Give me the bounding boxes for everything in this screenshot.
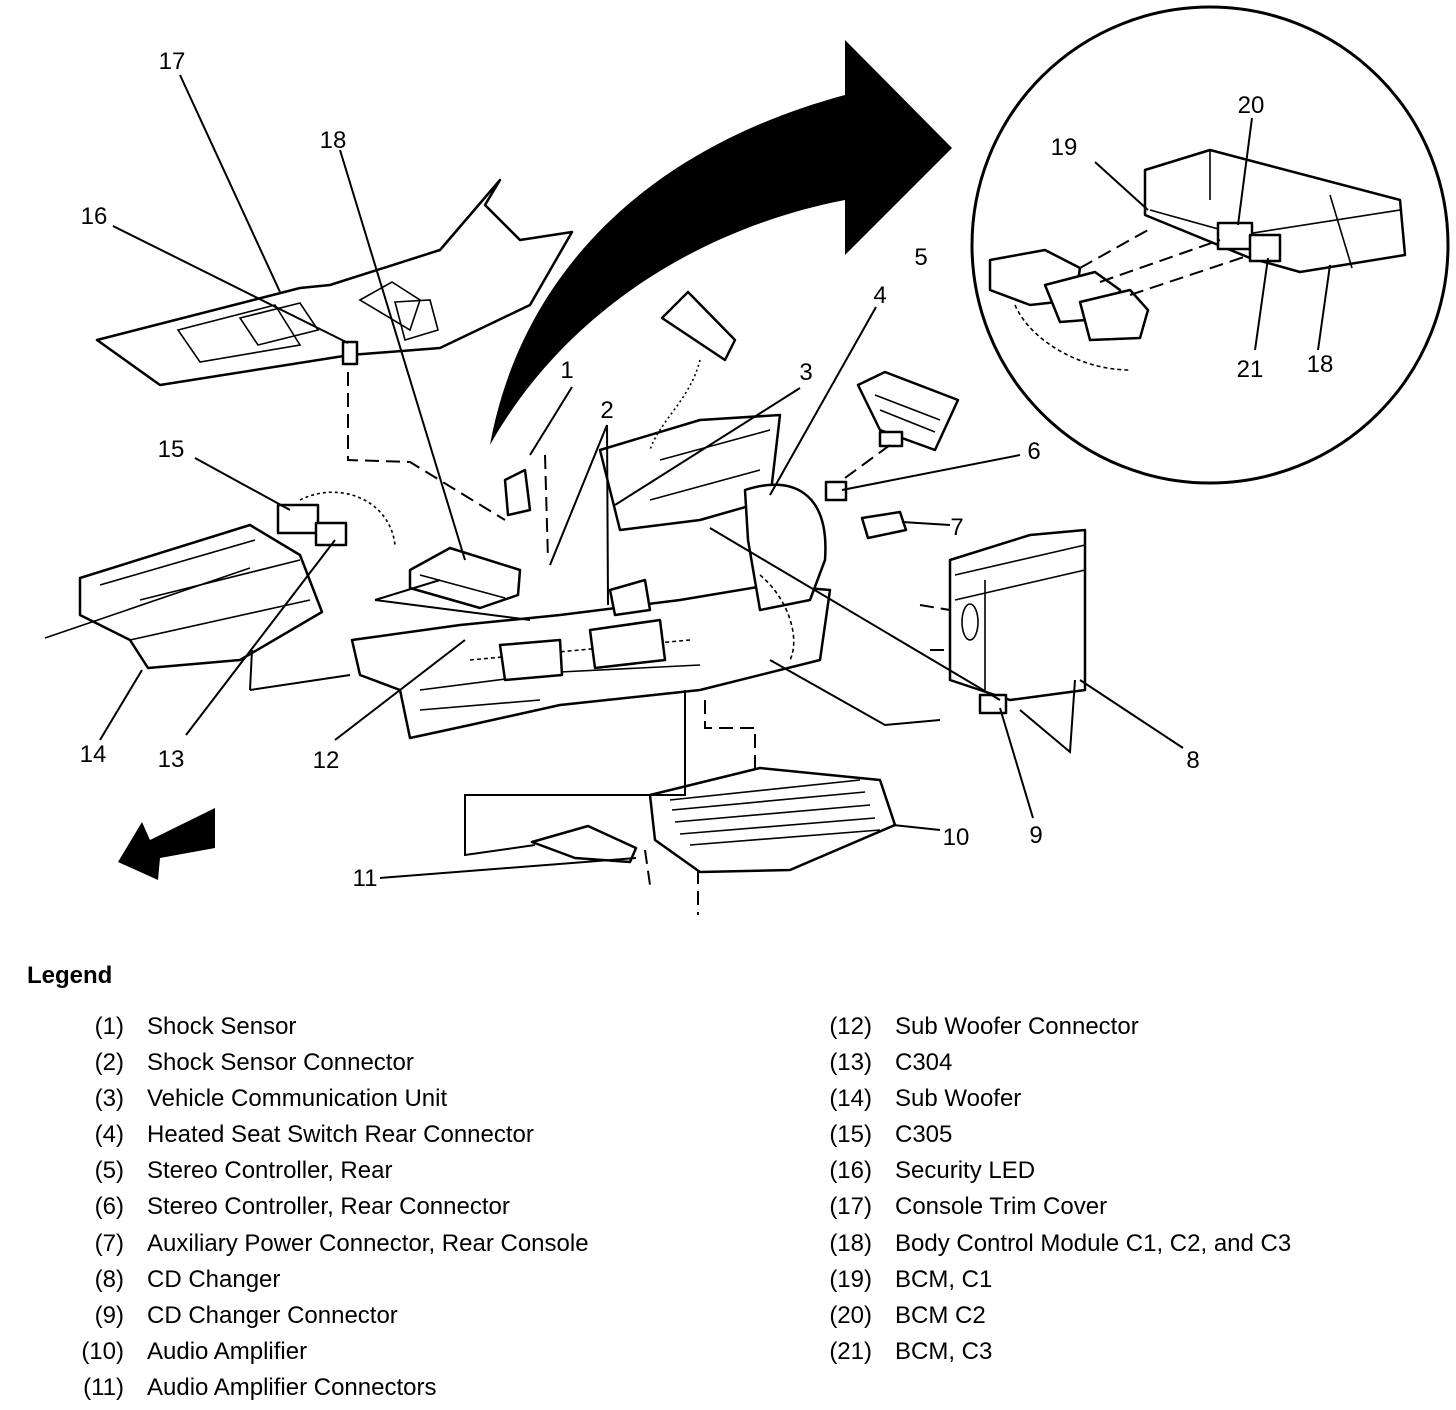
body-control-module-illustration [408, 546, 522, 610]
callout-8: 8 [1186, 747, 1199, 774]
legend-item-text: BCM, C1 [895, 1265, 993, 1293]
callout-20: 20 [1238, 92, 1265, 119]
callouts: 1 2 3 4 5 6 7 8 9 10 11 12 13 14 15 16 1… [80, 48, 1334, 892]
legend-title: Legend [27, 962, 113, 989]
legend-item-number: (16) [829, 1157, 872, 1185]
security-led-illustration [341, 340, 359, 366]
cd-changer-illustration [948, 528, 1087, 702]
legend-item-number: (4) [94, 1121, 124, 1149]
legend-item-text: BCM C2 [895, 1301, 986, 1329]
big-curved-arrow [490, 40, 952, 445]
callout-14: 14 [80, 741, 107, 768]
legend-item-text: Shock Sensor Connector [147, 1049, 414, 1077]
front-arrow-icon-lower [118, 808, 215, 880]
legend-item-text: Sub Woofer Connector [895, 1013, 1139, 1040]
legend-item-number: (2) [94, 1049, 124, 1077]
callout-1: 1 [560, 357, 573, 384]
floor-console-illustration [350, 413, 832, 740]
callout-16: 16 [81, 203, 108, 230]
legend-item-text: CD Changer Connector [147, 1301, 398, 1329]
c305-connector-illustration [276, 491, 396, 547]
legend-item-number: (17) [829, 1193, 872, 1221]
legend-item-number: (7) [94, 1229, 124, 1257]
legend-item-number: (13) [829, 1049, 872, 1077]
callout-4: 4 [873, 282, 886, 309]
legend-item-text: CD Changer [147, 1265, 281, 1293]
callout-11: 11 [353, 865, 378, 892]
callout-6: 6 [1027, 438, 1040, 465]
legend-item-text: C304 [895, 1049, 953, 1077]
legend-item-text: Security LED [895, 1157, 1036, 1185]
legend-item-number: (11) [83, 1373, 124, 1401]
legend-item-text: Auxiliary Power Connector, Rear Console [147, 1229, 589, 1257]
bcm-detail-inset [970, 5, 1450, 485]
callout-17: 17 [159, 48, 186, 75]
auxiliary-power-connector-illustration [860, 510, 908, 540]
callout-13: 13 [158, 746, 185, 773]
cd-changer-connector-illustration [978, 693, 1008, 715]
legend-item-text: Vehicle Communication Unit [147, 1085, 448, 1113]
legend-item-number: (9) [94, 1301, 124, 1329]
callout-3: 3 [799, 359, 812, 386]
exploded-view-diagram: 1 2 3 4 5 6 7 8 9 10 11 12 13 14 15 16 1… [44, 5, 1450, 915]
legend-item-text: Audio Amplifier Connectors [147, 1373, 437, 1401]
legend-item-number: (21) [829, 1337, 872, 1365]
callout-10: 10 [943, 824, 970, 851]
callout-7: 7 [950, 514, 963, 541]
audio-amplifier-illustration [648, 766, 897, 874]
callout-15: 15 [158, 436, 185, 463]
legend-item-number: (5) [94, 1157, 124, 1185]
callout-5: 5 [914, 244, 927, 271]
legend-item-number: (1) [94, 1013, 124, 1040]
callout-18-inset: 18 [1307, 351, 1334, 378]
legend-item-number: (18) [829, 1229, 872, 1257]
legend-item-text: BCM, C3 [895, 1337, 993, 1365]
legend-item-text: Audio Amplifier [147, 1337, 308, 1365]
callout-2: 2 [600, 397, 613, 424]
legend-item-text: Shock Sensor [147, 1013, 297, 1040]
callout-18: 18 [320, 127, 347, 154]
vehicle-communication-unit-illustration [649, 290, 737, 451]
legend-item-text: Heated Seat Switch Rear Connector [147, 1121, 534, 1149]
legend-item-number: (15) [829, 1121, 872, 1149]
sub-woofer-illustration [44, 523, 324, 670]
legend-item-number: (14) [829, 1085, 872, 1113]
legend-item-number: (12) [829, 1013, 872, 1040]
audio-amplifier-connectors-illustration [530, 824, 638, 864]
legend-item-number: (10) [81, 1337, 124, 1365]
legend-item-number: (19) [829, 1265, 872, 1293]
routing-lines [249, 372, 1076, 915]
legend-item-text: Sub Woofer [895, 1085, 1022, 1113]
legend-item-number: (3) [94, 1085, 124, 1113]
callout-9: 9 [1029, 822, 1042, 849]
legend-item-text: Console Trim Cover [895, 1193, 1108, 1221]
stereo-controller-rear-illustration [856, 370, 960, 452]
callout-21: 21 [1237, 356, 1264, 383]
legend-item-text: Stereo Controller, Rear [147, 1157, 393, 1185]
callout-12: 12 [313, 747, 340, 774]
console-trim-cover-illustration [95, 178, 574, 387]
callout-19: 19 [1051, 134, 1078, 161]
stereo-controller-rear-connector-illustration [824, 480, 848, 502]
legend-item-text: Stereo Controller, Rear Connector [147, 1193, 510, 1221]
legend-item-number: (8) [94, 1265, 124, 1293]
legend-item-number: (20) [829, 1301, 872, 1329]
legend-item-number: (6) [94, 1193, 124, 1221]
legend-item-text: C305 [895, 1121, 953, 1149]
legend-item-text: Body Control Module C1, C2, and C3 [895, 1229, 1292, 1257]
leader-lines [99, 74, 1331, 879]
